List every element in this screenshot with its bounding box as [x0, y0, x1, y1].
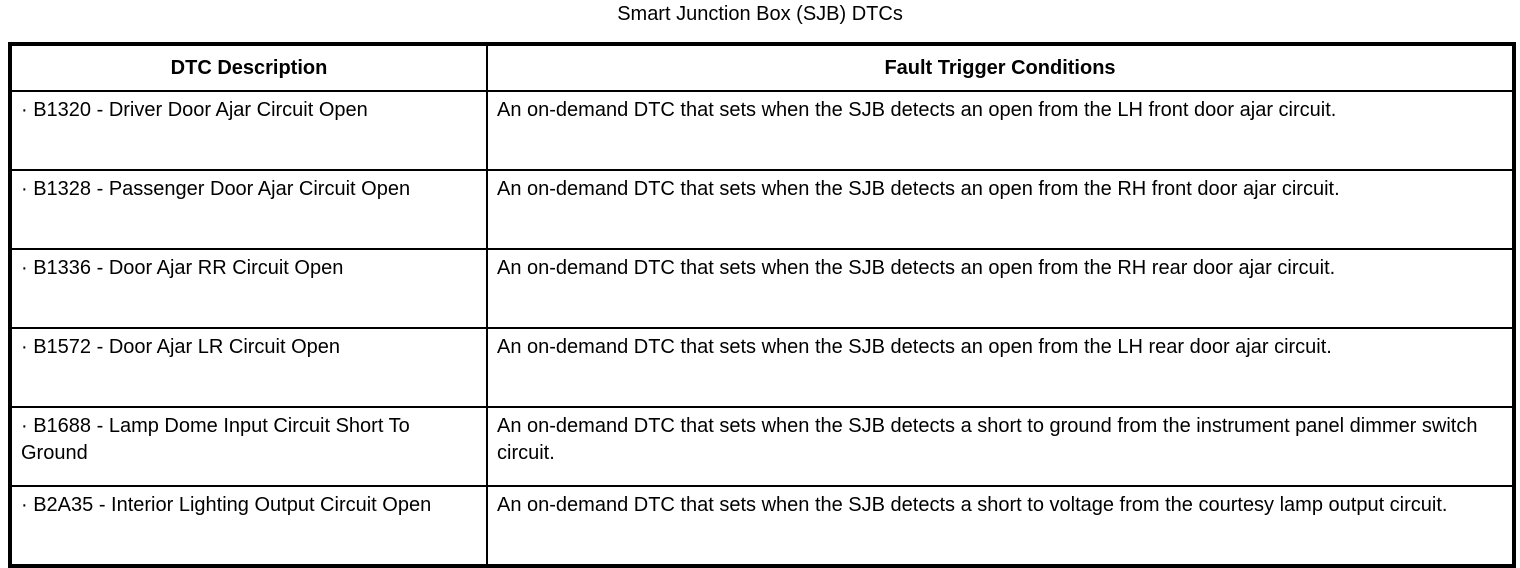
table-row: · B1688 - Lamp Dome Input Circuit Short … — [9, 406, 1515, 487]
dtc-cell: · B2A35 - Interior Lighting Output Circu… — [9, 485, 488, 567]
dtc-cell: · B1320 - Driver Door Ajar Circuit Open — [9, 90, 488, 171]
condition-cell: An on-demand DTC that sets when the SJB … — [486, 485, 1515, 567]
column-header-dtc-description: DTC Description — [9, 43, 488, 92]
condition-cell: An on-demand DTC that sets when the SJB … — [486, 169, 1515, 250]
table-row: · B1336 - Door Ajar RR Circuit Open An o… — [9, 248, 1515, 329]
dtc-cell: · B1572 - Door Ajar LR Circuit Open — [9, 327, 488, 408]
page-title: Smart Junction Box (SJB) DTCs — [617, 3, 903, 25]
column-header-fault-trigger-conditions: Fault Trigger Conditions — [486, 43, 1515, 92]
table-row: · B2A35 - Interior Lighting Output Circu… — [9, 485, 1515, 567]
condition-cell: An on-demand DTC that sets when the SJB … — [486, 248, 1515, 329]
condition-cell: An on-demand DTC that sets when the SJB … — [486, 406, 1515, 487]
condition-cell: An on-demand DTC that sets when the SJB … — [486, 327, 1515, 408]
condition-cell: An on-demand DTC that sets when the SJB … — [486, 90, 1515, 171]
table-row: · B1328 - Passenger Door Ajar Circuit Op… — [9, 169, 1515, 250]
dtc-cell: · B1328 - Passenger Door Ajar Circuit Op… — [9, 169, 488, 250]
table-row: · B1320 - Driver Door Ajar Circuit Open … — [9, 90, 1515, 171]
table-row: · B1572 - Door Ajar LR Circuit Open An o… — [9, 327, 1515, 408]
dtc-cell: · B1336 - Door Ajar RR Circuit Open — [9, 248, 488, 329]
dtc-cell: · B1688 - Lamp Dome Input Circuit Short … — [9, 406, 488, 487]
dtc-table: DTC Description Fault Trigger Conditions… — [8, 42, 1516, 568]
table-header-row: DTC Description Fault Trigger Conditions — [9, 43, 1515, 92]
